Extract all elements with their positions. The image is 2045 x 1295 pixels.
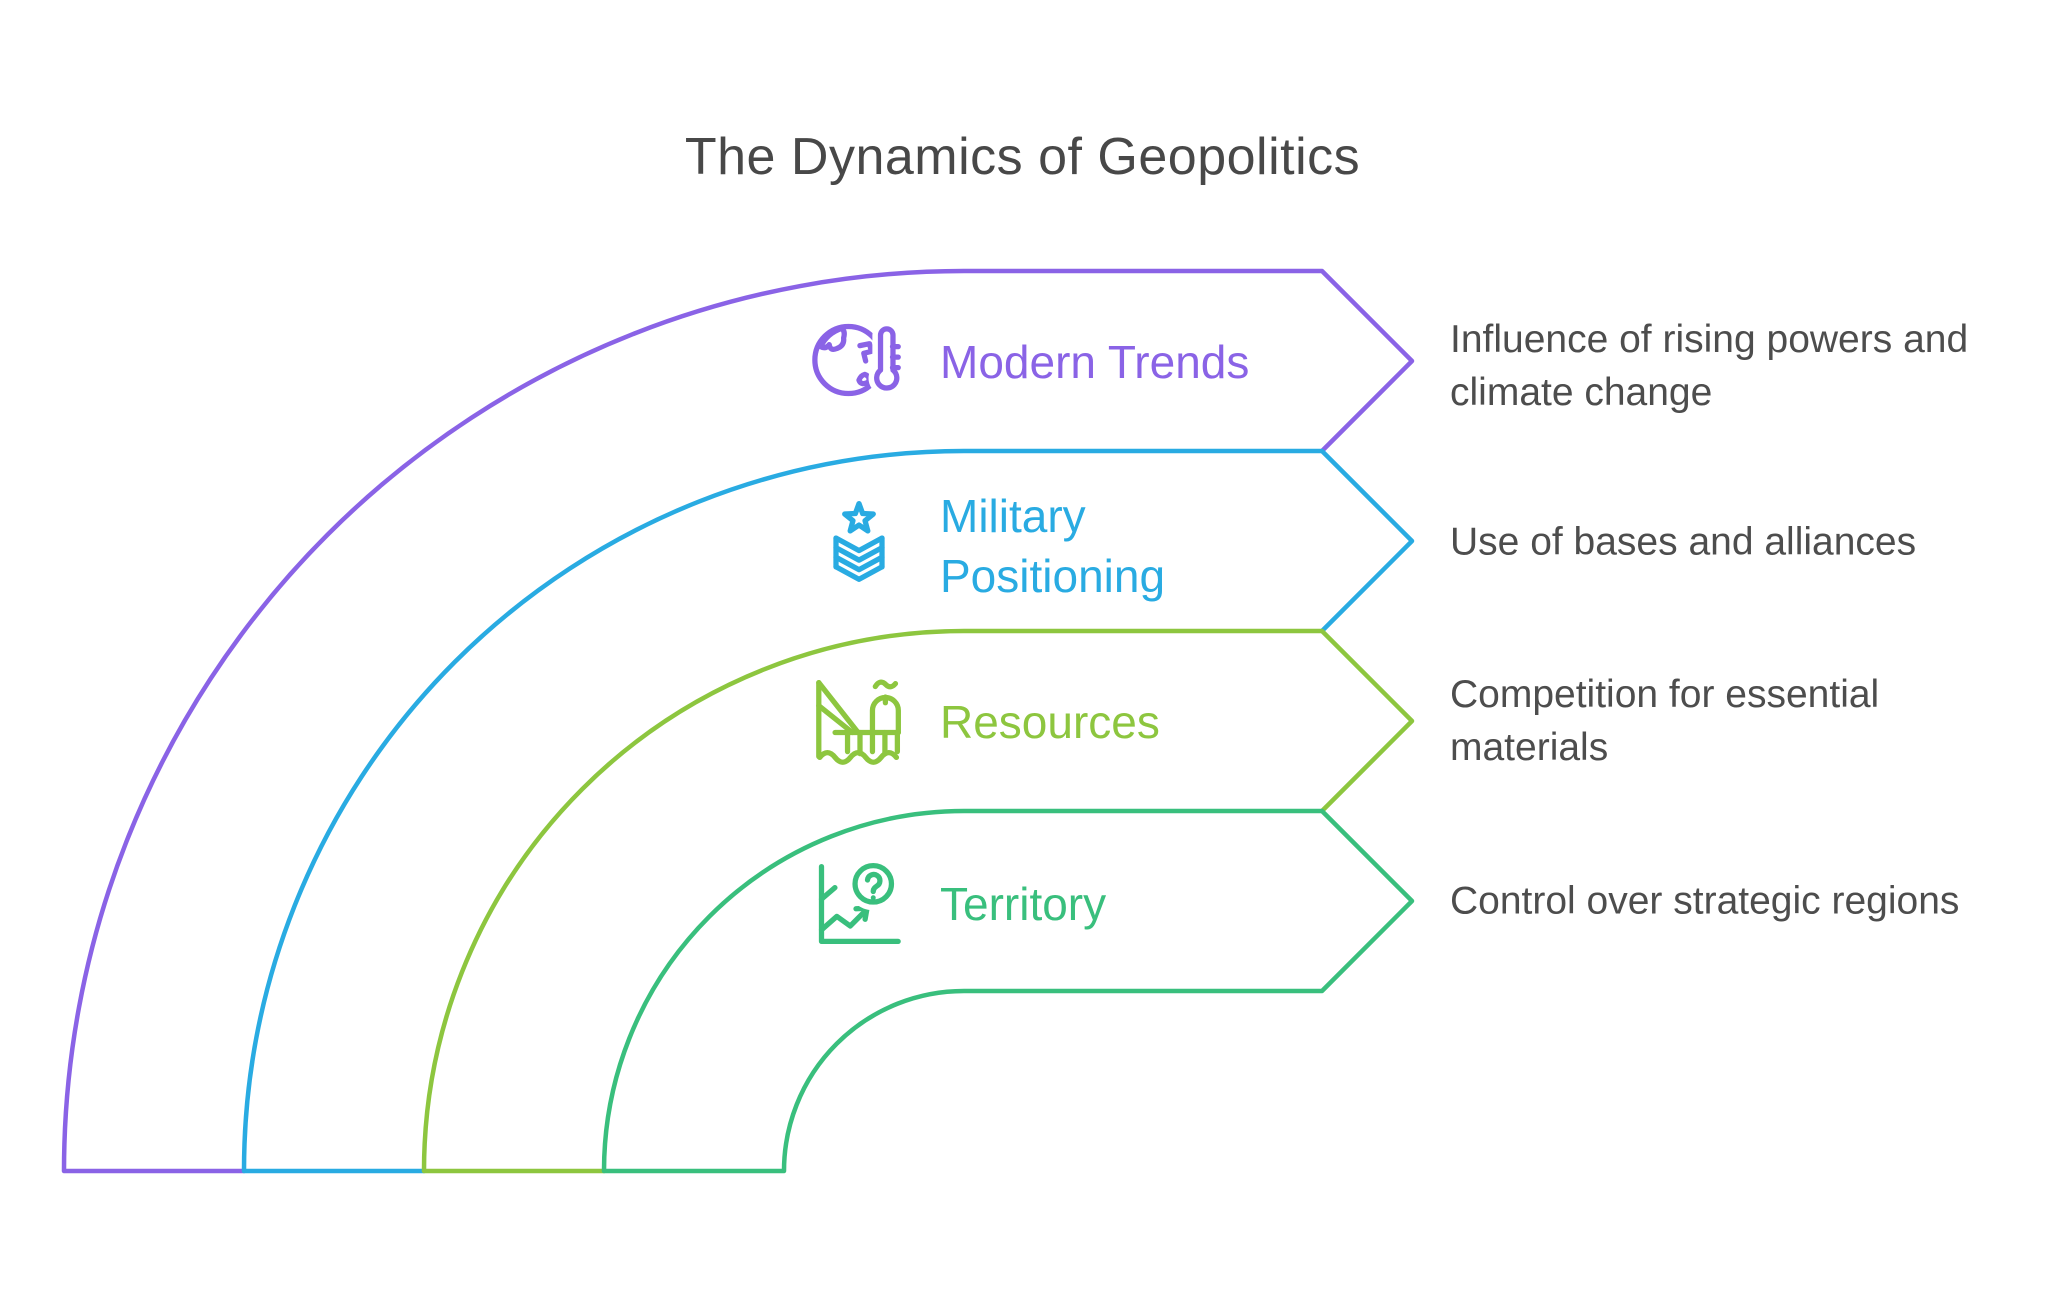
chart-question-icon [810,857,902,949]
band-label-resources: Resources [940,696,1160,748]
band-label-territory: Territory [940,878,1107,930]
band-desc-military-positioning: Use of bases and alliances [1450,520,1917,564]
globe-thermometer-icon [812,314,904,406]
band-arc-territory [601,808,1415,1174]
band-label-military-positioning: Military Positioning [940,490,1166,602]
band-arc-resources [421,628,1415,1174]
offshore-oil-rig-icon [814,675,906,767]
band-desc-resources: Competition for essential materials [1450,673,1880,769]
band-desc-modern-trends: Influence of rising powers and climate c… [1450,318,1969,414]
band-arc-military-positioning [241,448,1415,1174]
page-title: The Dynamics of Geopolitics [684,128,1361,186]
band-arc-modern-trends [61,268,1415,1174]
band-desc-territory: Control over strategic regions [1450,879,1960,923]
band-label-modern-trends: Modern Trends [940,336,1250,388]
military-rank-icon [813,494,905,586]
